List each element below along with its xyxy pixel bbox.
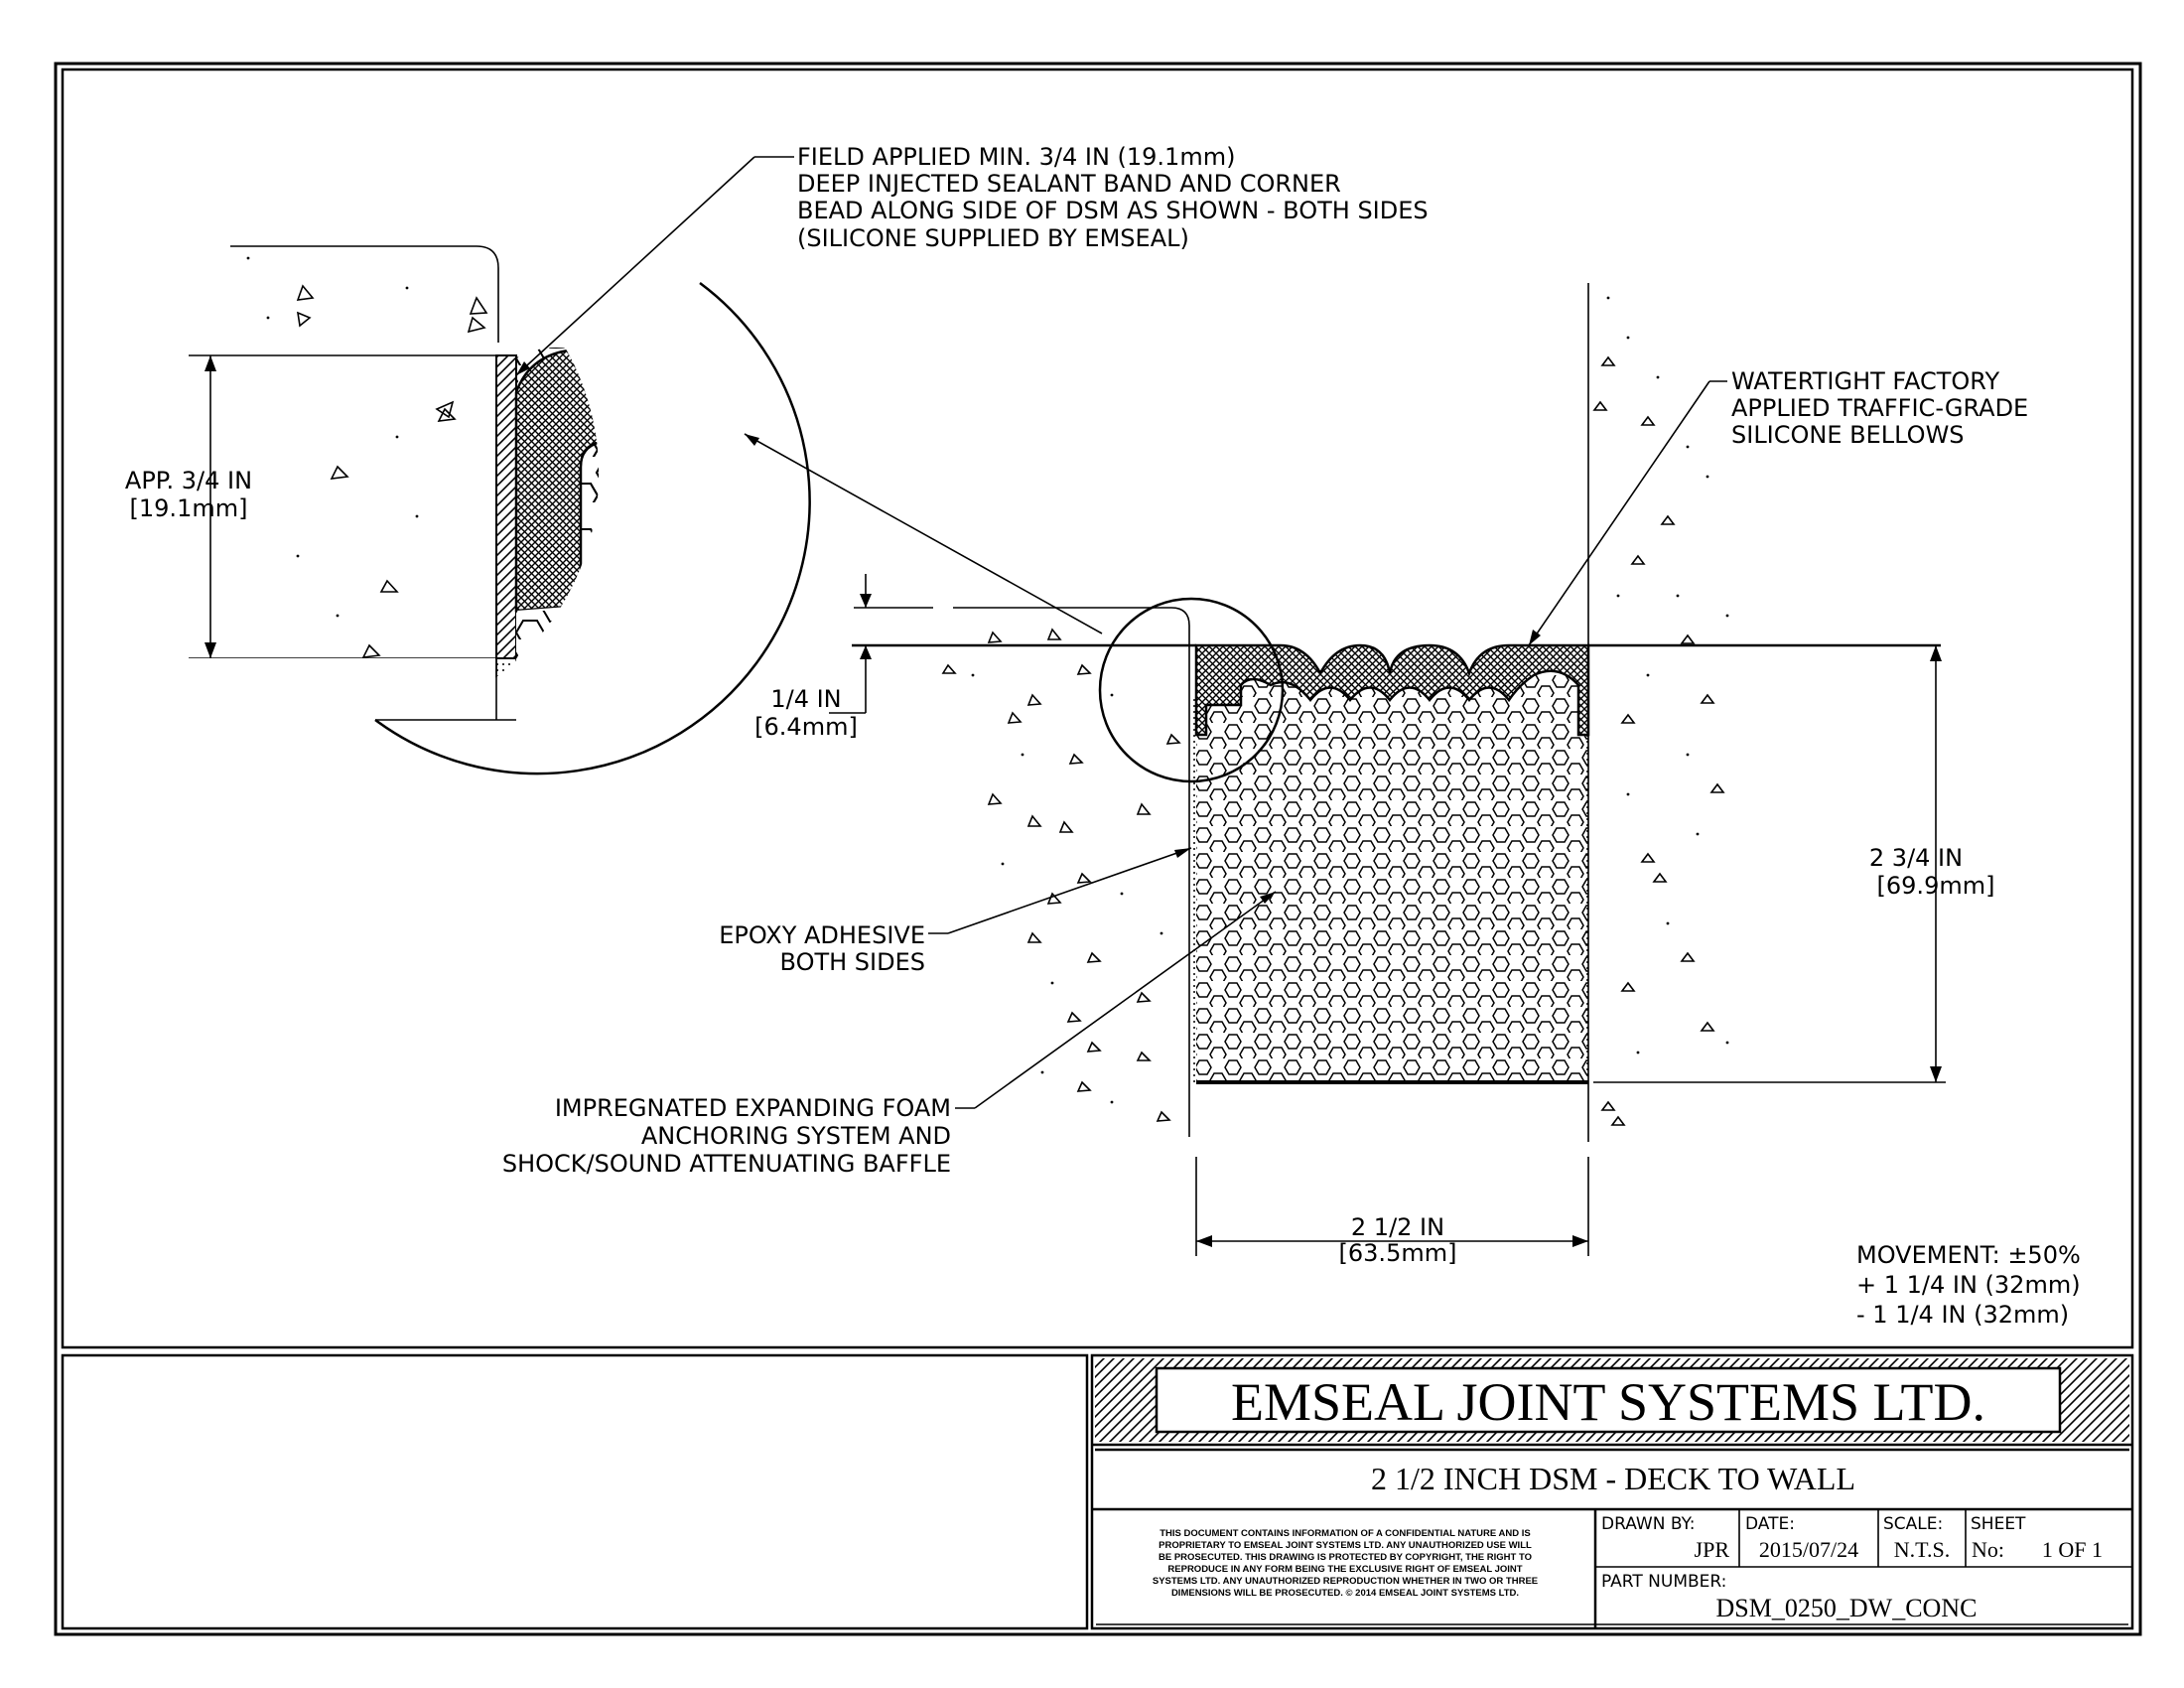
dim-recess-line2: [6.4mm] [754,713,858,741]
sheet-label: SHEET [1971,1514,2026,1534]
main-section [744,283,1946,1142]
title-block [61,1353,2134,1630]
sheet-no-label: No: [1972,1537,2004,1562]
foam-core [1196,675,1588,1082]
movement-line-1: MOVEMENT: ±50% [1856,1241,2081,1269]
dim-detail-depth-line2: [19.1mm] [130,494,248,522]
drawing-frame [61,68,2134,1349]
callout-foam-1: IMPREGNATED EXPANDING FOAM [555,1094,951,1122]
date-label: DATE: [1745,1514,1795,1534]
dimension-detail-depth [205,355,216,658]
callout-foam-3: SHOCK/SOUND ATTENUATING BAFFLE [502,1150,951,1178]
wall-aggregate [1592,355,1725,1126]
enlarged-detail [159,245,811,775]
dim-height-line1: 2 3/4 IN [1869,844,1963,872]
epoxy-left [1189,695,1198,1082]
date-value: 2015/07/24 [1759,1537,1858,1562]
part-number-label: PART NUMBER: [1601,1572,1726,1592]
movement-line-2: + 1 1/4 IN (32mm) [1856,1271,2081,1299]
deck-aggregate [941,628,1181,1122]
disclaimer-6: DIMENSIONS WILL BE PROSECUTED. © 2014 EM… [1171,1588,1519,1599]
callout-field-sealant-4: (SILICONE SUPPLIED BY EMSEAL) [797,224,1189,252]
callout-bellows-3: SILICONE BELLOWS [1731,421,1965,449]
disclaimer-1: THIS DOCUMENT CONTAINS INFORMATION OF A … [1160,1528,1530,1539]
company-name: EMSEAL JOINT SYSTEMS LTD. [1231,1372,1985,1432]
callout-epoxy-2: BOTH SIDES [780,948,925,976]
callout-foam-leader [955,891,1277,1109]
company-banner [1155,1366,2062,1434]
movement-line-3: - 1 1/4 IN (32mm) [1856,1301,2069,1329]
scale-label: SCALE: [1883,1514,1943,1534]
dim-width-line2: [63.5mm] [1339,1239,1457,1267]
disclaimer-4: REPRODUCE IN ANY FORM BEING THE EXCLUSIV… [1167,1564,1522,1575]
disclaimer-2: PROPRIETARY TO EMSEAL JOINT SYSTEMS LTD.… [1159,1540,1532,1551]
detail-concrete-aggregate [296,284,488,658]
sheet-value: 1 OF 1 [2042,1537,2103,1562]
callout-field-sealant-leader [515,156,794,376]
callout-foam-2: ANCHORING SYSTEM AND [641,1122,951,1150]
dimension-height [1930,645,1942,1082]
scale-value: N.T.S. [1894,1537,1950,1562]
dim-recess-line1: 1/4 IN [770,685,841,713]
dimension-recess [829,574,872,714]
disclaimer-5: SYSTEMS LTD. ANY UNAUTHORIZED REPRODUCTI… [1153,1576,1538,1587]
drawing-title: 2 1/2 INCH DSM - DECK TO WALL [1371,1461,1855,1496]
sheet-border [54,62,2142,1636]
drawn-by-label: DRAWN BY: [1601,1514,1695,1534]
epoxy-right [1583,695,1592,1082]
dim-detail-depth-line1: APP. 3/4 IN [125,467,252,494]
detail-circle [1098,597,1285,783]
dimension-width [1195,1157,1589,1256]
callout-epoxy-1: EPOXY ADHESIVE [719,921,925,949]
callout-field-sealant-2: DEEP INJECTED SEALANT BAND AND CORNER [797,170,1341,198]
dim-height-line2: [69.9mm] [1877,872,1995,900]
callout-bellows-leader [1528,380,1727,646]
dim-width-line1: 2 1/2 IN [1351,1213,1444,1241]
callout-bellows-2: APPLIED TRAFFIC-GRADE [1731,394,2028,422]
callout-bellows-1: WATERTIGHT FACTORY [1731,367,1999,395]
callout-field-sealant-3: BEAD ALONG SIDE OF DSM AS SHOWN - BOTH S… [797,197,1429,224]
callout-epoxy-leader [928,847,1192,934]
disclaimer-3: BE PROSECUTED. THIS DRAWING IS PROTECTED… [1159,1552,1532,1563]
silicone-bellows [1194,643,1590,737]
part-number-value: DSM_0250_DW_CONC [1716,1594,1978,1622]
blank-notes-box [61,1353,1089,1630]
drawn-by-value: JPR [1695,1537,1730,1562]
callout-field-sealant-1: FIELD APPLIED MIN. 3/4 IN (19.1mm) [797,143,1235,171]
